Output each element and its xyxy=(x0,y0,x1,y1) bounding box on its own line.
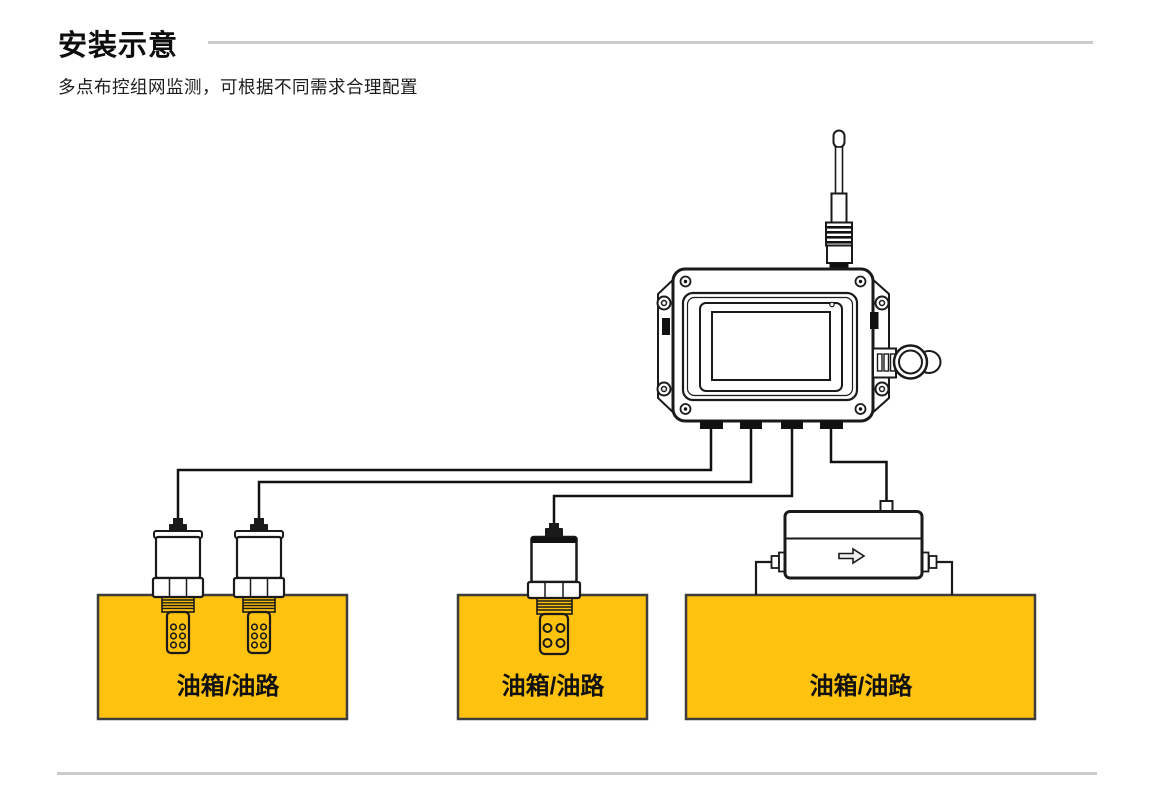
oil-tank-3-body xyxy=(684,593,1037,721)
sensor-3-probe xyxy=(538,612,570,656)
flow-meter-fitting-left xyxy=(770,555,780,569)
status-led xyxy=(829,301,835,308)
antenna xyxy=(825,129,853,270)
level-sensor-2 xyxy=(232,518,286,655)
cable-3 xyxy=(552,429,794,524)
page-subtitle: 多点布控组网监测，可根据不同需求合理配置 xyxy=(58,77,418,97)
oil-tank-3-label: 油箱/油路 xyxy=(810,672,914,700)
mounting-ear-right xyxy=(869,274,890,418)
oil-tank-1-body xyxy=(96,593,349,721)
corner-screws xyxy=(679,275,867,415)
cable-gland xyxy=(872,344,942,380)
oil-tank-2-body xyxy=(456,593,649,721)
title-rule-divider xyxy=(208,41,1093,44)
flow-meter-fitting-right xyxy=(928,555,938,569)
oil-tank-1: 油箱/油路 xyxy=(96,593,349,721)
side-latch xyxy=(870,312,879,329)
level-sensor-3 xyxy=(526,523,582,656)
display-panel xyxy=(711,311,831,381)
oil-tank-2: 油箱/油路 xyxy=(456,593,649,721)
connector-port-2 xyxy=(740,420,762,429)
connector-port-1 xyxy=(700,420,723,429)
signal-cables xyxy=(176,429,888,524)
cable-1 xyxy=(176,429,713,519)
bottom-divider xyxy=(57,772,1097,775)
oil-tank-2-label: 油箱/油路 xyxy=(502,672,606,700)
controller-screen xyxy=(681,291,859,402)
cable-2 xyxy=(257,429,753,519)
sensor-1-probe xyxy=(165,610,191,655)
connector-port-3 xyxy=(781,420,803,429)
connector-port-4 xyxy=(820,420,843,429)
sensor-2-probe xyxy=(246,610,272,655)
flow-meter xyxy=(754,500,954,595)
cable-4 xyxy=(829,429,888,502)
flow-direction-arrow xyxy=(838,547,866,565)
controller-device xyxy=(656,129,942,429)
bottom-connector-ports xyxy=(700,420,843,429)
level-sensor-1 xyxy=(151,518,205,655)
oil-tank-1-label: 油箱/油路 xyxy=(177,672,281,700)
flow-meter-body xyxy=(783,510,924,580)
oil-tank-3: 油箱/油路 xyxy=(684,593,1037,721)
page-title: 安装示意 xyxy=(58,30,179,62)
